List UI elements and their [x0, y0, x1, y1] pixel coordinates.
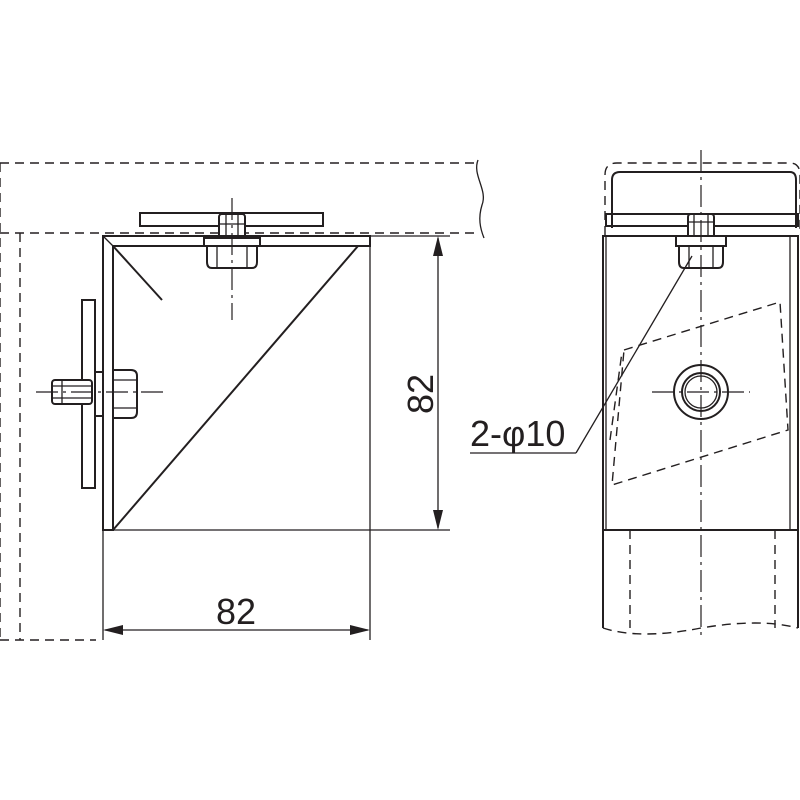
hole-callout-label: 2-φ10: [470, 413, 565, 454]
width-dimension-label: 82: [216, 591, 256, 632]
height-dimension-line: [433, 236, 443, 530]
angle-bracket: [102, 235, 371, 640]
phantom-beam: [0, 159, 485, 641]
side-view: 82 82: [0, 159, 485, 641]
hole-callout-leader: [470, 255, 693, 454]
support-column: [602, 530, 799, 635]
front-view: 2-φ10: [470, 150, 800, 640]
width-dimension-line: [103, 625, 370, 635]
side-bolt: [51, 369, 138, 419]
height-dimension-label: 82: [400, 374, 441, 414]
